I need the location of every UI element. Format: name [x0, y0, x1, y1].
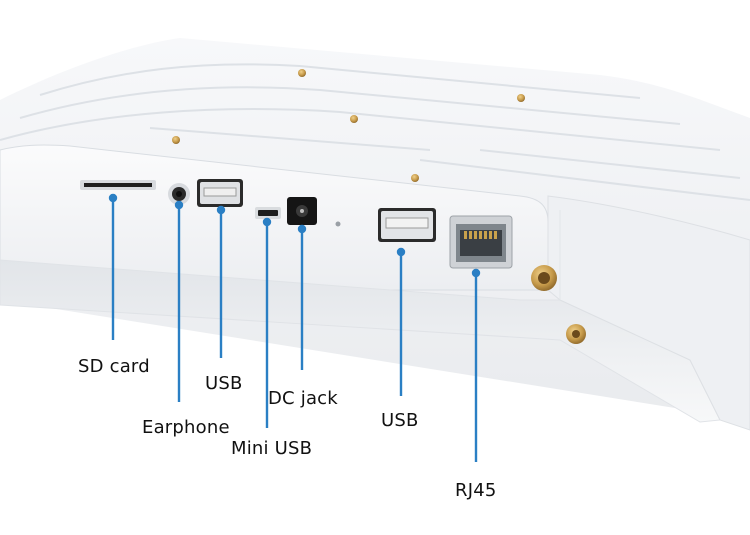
top-screws [172, 69, 525, 182]
usb-port-right [378, 208, 436, 242]
indicator-hole [335, 221, 341, 227]
label-usb-right: USB [381, 410, 419, 431]
label-rj45: RJ45 [455, 480, 497, 501]
label-dc-jack: DC jack [268, 388, 338, 409]
label-usb-left: USB [205, 373, 243, 394]
dc-jack-port [287, 197, 317, 225]
label-mini-usb: Mini USB [231, 438, 313, 459]
mount-standoffs [531, 265, 586, 344]
mini-usb-port [255, 207, 281, 219]
callout-line-usb-right [396, 247, 406, 396]
callout-line-sd-card [108, 193, 118, 340]
device-right-side [547, 195, 750, 431]
callout-line-earphone [174, 200, 184, 402]
usb-port-left [197, 179, 243, 207]
label-earphone: Earphone [142, 417, 230, 438]
callout-lines [108, 193, 481, 462]
rj45-port [449, 215, 513, 269]
callout-line-usb-left [216, 205, 226, 358]
callout-line-mini-usb [262, 217, 272, 428]
device-ribs [0, 63, 750, 201]
label-sd-card: SD card [78, 356, 150, 377]
sd-card-slot [80, 180, 156, 190]
callout-line-dc-jack [297, 224, 307, 370]
callout-line-rj45 [471, 268, 481, 462]
earphone-jack [168, 183, 190, 205]
